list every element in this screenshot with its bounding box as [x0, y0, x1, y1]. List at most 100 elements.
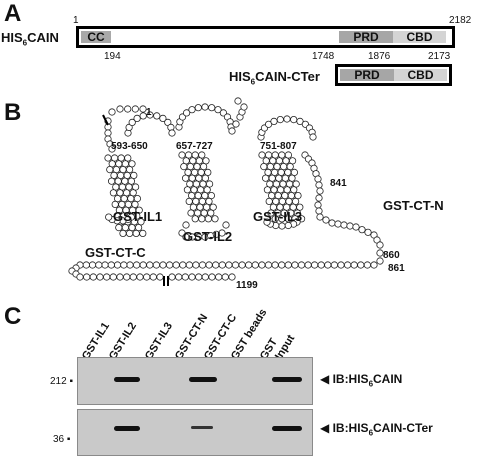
residue-circle — [82, 261, 90, 269]
residue-circle — [222, 221, 230, 229]
panel-b-letter: B — [4, 99, 22, 126]
blot2-band-gst-il2 — [114, 426, 140, 431]
residue-circle — [139, 261, 147, 269]
residue-circle — [317, 261, 325, 269]
residue-circle — [183, 186, 191, 194]
residue-circle — [322, 216, 330, 224]
residue-circle — [198, 215, 206, 223]
residue-circle — [131, 105, 139, 113]
residue-circle — [136, 273, 144, 281]
residue-circle — [201, 103, 209, 111]
residue-circle — [283, 115, 291, 123]
residue-circle — [346, 222, 354, 230]
c-term-residue: 1199 — [236, 280, 258, 291]
residue-circle — [314, 201, 322, 209]
blot2-band-gst-ct-n — [191, 426, 213, 429]
residue-circle — [228, 273, 236, 281]
construct1-name: HIS6CAIN — [1, 30, 59, 48]
residue-circle — [340, 221, 348, 229]
residue-circle — [179, 261, 187, 269]
residue-circle — [168, 273, 176, 281]
blot2-marker: 36 ▪ — [53, 434, 71, 445]
residue-circle — [260, 163, 268, 171]
residue-circle — [120, 261, 128, 269]
blot1-band-gst-ct-n — [189, 377, 217, 382]
residue-circle — [304, 261, 312, 269]
residue-circle — [188, 106, 196, 114]
residue-circle — [198, 261, 207, 269]
residue-circle — [376, 249, 384, 257]
residue-circle — [364, 228, 372, 236]
residue-circle — [258, 151, 266, 159]
blot2-ib-label: ◀ IB:HIS6CAIN-CTer — [320, 421, 433, 438]
residue-circle — [116, 273, 124, 281]
residue-circle — [88, 261, 97, 269]
il1-helix — [104, 154, 147, 237]
cbd-domain: CBD — [393, 30, 446, 44]
residue-circle — [76, 273, 84, 281]
residue-circle — [212, 261, 220, 269]
residue-circle — [350, 261, 358, 269]
residue-circle — [139, 105, 147, 113]
cc-end-label: 194 — [104, 51, 121, 62]
residue-circle — [96, 273, 104, 281]
residue-circle — [315, 207, 323, 215]
residue-circle — [182, 174, 190, 182]
residue-circle — [139, 229, 147, 237]
residue-circle — [166, 261, 174, 269]
residue-circle — [192, 261, 200, 269]
residue-circle — [296, 117, 304, 125]
residue-circle — [271, 261, 279, 269]
residue-circle — [343, 261, 352, 269]
residue-circle — [270, 117, 278, 125]
residue-circle — [194, 104, 202, 112]
blot1-ib-label: ◀ IB:HIS6CAIN — [320, 372, 403, 389]
construct2-name: HIS6CAIN-CTer — [229, 69, 320, 87]
residue-circle — [183, 109, 191, 117]
residue-circle — [126, 261, 134, 269]
residue-circle — [258, 261, 266, 269]
gst-il3-label: GST-IL3 — [253, 209, 303, 224]
residue-circle — [263, 218, 271, 226]
gst-ct-n-label: GST-CT-N — [383, 198, 444, 213]
residue-circle — [89, 273, 97, 281]
residue-circle — [146, 111, 154, 119]
cbd-end-label: 2173 — [428, 51, 451, 62]
residue-circle — [208, 273, 216, 281]
residue-circle — [128, 118, 136, 126]
residue-circle — [324, 261, 332, 269]
residue-circle — [352, 223, 360, 231]
residue-circle — [187, 209, 195, 217]
residue-circle — [328, 219, 336, 227]
residue-circle — [221, 273, 229, 281]
residue-circle — [316, 213, 324, 221]
residue-circle — [310, 261, 319, 269]
residue-circle — [316, 187, 324, 195]
blot-2 — [77, 409, 313, 456]
blot-1 — [77, 357, 313, 405]
residue-circle — [143, 273, 151, 281]
residue-circle — [119, 229, 127, 237]
residue-circle — [116, 105, 124, 113]
il2-range: 657-727 — [176, 141, 213, 152]
residue-circle — [278, 261, 286, 269]
residue-circle — [191, 215, 199, 223]
residue-circle — [330, 261, 338, 269]
residue-circle — [180, 163, 188, 171]
prd-domain: PRD — [339, 30, 393, 44]
residue-circle — [225, 261, 233, 269]
residue-circle — [263, 186, 271, 194]
residue-circle — [204, 215, 212, 223]
residue-circle — [133, 261, 141, 269]
residue-circle — [363, 261, 371, 269]
residue-circle — [228, 127, 236, 135]
residue-circle — [238, 261, 246, 269]
blot2-band-input — [272, 426, 302, 431]
residue-circle — [113, 261, 122, 269]
residue-circle — [214, 106, 222, 114]
residue-circle — [185, 197, 193, 206]
residue-circle — [315, 194, 323, 202]
residue-circle — [205, 261, 213, 269]
residue-circle — [315, 181, 323, 189]
residue-circle — [297, 261, 306, 269]
